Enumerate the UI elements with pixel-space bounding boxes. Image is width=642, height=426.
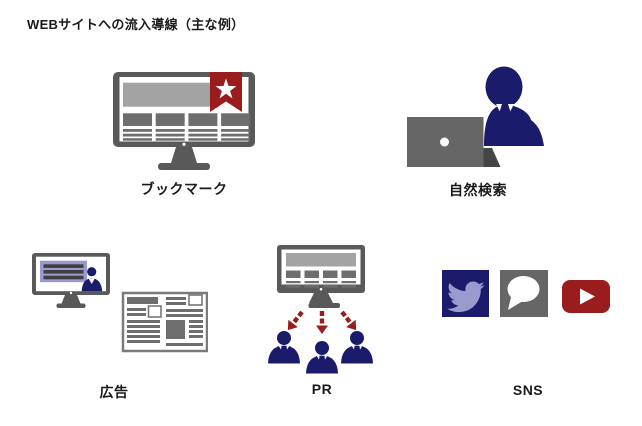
advertising-illustration <box>32 253 208 353</box>
arrow-down-icon <box>316 311 328 334</box>
broadcast-arrows <box>287 310 357 334</box>
speech-bubble-icon <box>500 270 548 317</box>
newspaper-icon <box>121 291 208 353</box>
advertising-label: 広告 <box>99 384 129 400</box>
person-icon <box>484 66 544 146</box>
organic-search-label: 自然検索 <box>449 182 507 198</box>
bookmark-ribbon-icon <box>210 72 242 112</box>
person-icon <box>268 331 300 364</box>
sns-illustration <box>442 270 610 317</box>
monitor-icon <box>277 245 365 308</box>
person-icon <box>306 341 338 374</box>
youtube-icon <box>562 280 610 313</box>
arrow-down-left-icon <box>287 310 304 331</box>
sns-label: SNS <box>512 382 544 398</box>
person-icon <box>341 331 373 364</box>
pr-label: PR <box>311 381 333 397</box>
page-title: WEBサイトへの流入導線（主な例） <box>27 17 245 32</box>
person-icon <box>81 267 103 292</box>
bookmark-monitor-illustration <box>113 72 255 170</box>
arrow-down-right-icon <box>340 310 357 331</box>
twitter-icon <box>442 270 489 317</box>
bookmark-label: ブックマーク <box>140 181 228 197</box>
star-icon <box>215 78 237 99</box>
webpage-content <box>123 82 251 141</box>
laptop-icon <box>407 117 501 167</box>
ad-monitor-icon <box>32 253 110 308</box>
pr-illustration <box>268 245 373 374</box>
organic-search-illustration <box>407 66 544 167</box>
